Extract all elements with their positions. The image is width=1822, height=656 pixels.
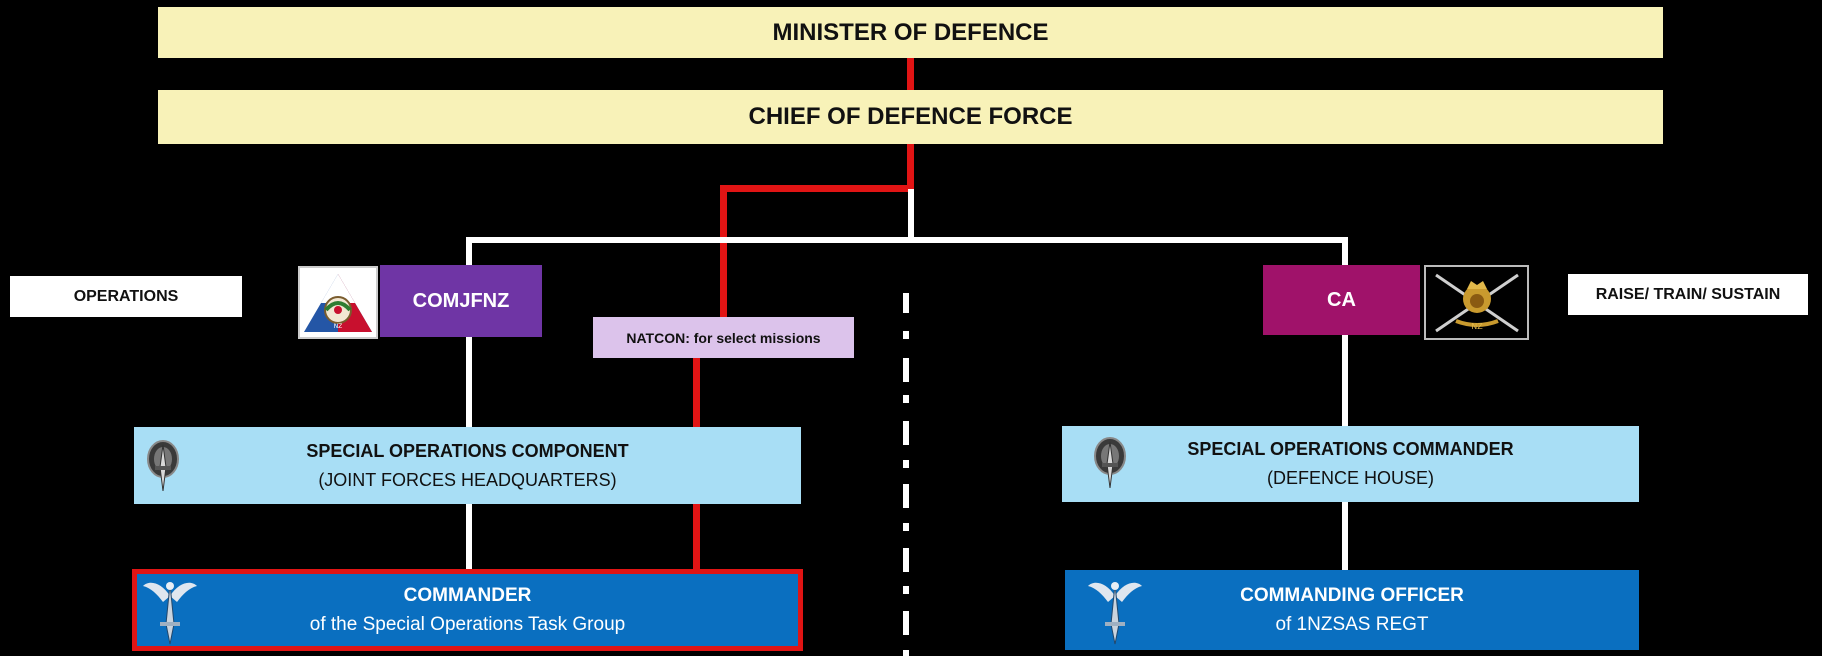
- minister-of-defence-box: MINISTER OF DEFENCE: [158, 7, 1663, 58]
- line-red-horizontal: [720, 185, 914, 192]
- sas-winged-dagger-icon-right: [1086, 576, 1144, 646]
- jfnz-crest-icon: NZ: [298, 266, 378, 339]
- comjfnz-box: COMJFNZ: [380, 265, 542, 337]
- special-operations-component-box: SPECIAL OPERATIONS COMPONENT (JOINT FORC…: [134, 427, 801, 504]
- natcon-label: NATCON: for select missions: [626, 329, 821, 346]
- operations-label-box: OPERATIONS: [10, 276, 242, 317]
- commander-title: COMMANDER: [403, 584, 532, 606]
- operations-label: OPERATIONS: [73, 287, 179, 305]
- co-subtitle: of 1NZSAS REGT: [1275, 614, 1429, 635]
- soc-title: SPECIAL OPERATIONS COMPONENT: [306, 440, 629, 461]
- special-ops-badge-icon-right: [1093, 434, 1127, 490]
- line-red-to-natcon: [720, 185, 727, 317]
- co-title: COMMANDING OFFICER: [1240, 584, 1464, 606]
- cdf-label: CHIEF OF DEFENCE FORCE: [748, 103, 1073, 130]
- line-cdf-down-white: [908, 189, 914, 241]
- comjfnz-label: COMJFNZ: [412, 289, 510, 312]
- ca-label: CA: [1327, 288, 1356, 311]
- chief-of-defence-force-box: CHIEF OF DEFENCE FORCE: [158, 90, 1663, 144]
- svg-text:NZ: NZ: [1471, 322, 1483, 331]
- commander-subtitle: of the Special Operations Task Group: [309, 614, 626, 635]
- commander-sotg-box: COMMANDER of the Special Operations Task…: [132, 569, 803, 651]
- socmd-subtitle: (DEFENCE HOUSE): [1266, 468, 1434, 488]
- line-left-soc-to-commander: [466, 504, 472, 572]
- natcon-box: NATCON: for select missions: [593, 317, 854, 358]
- ca-box: CA: [1263, 265, 1420, 335]
- line-right-socmd-to-co: [1342, 502, 1348, 570]
- special-ops-badge-icon: [146, 437, 180, 493]
- raise-train-sustain-label: RAISE/ TRAIN/ SUSTAIN: [1595, 285, 1781, 303]
- line-cdf-down-red: [907, 144, 914, 189]
- line-white-horizontal: [466, 237, 1348, 243]
- special-operations-commander-box: SPECIAL OPERATIONS COMMANDER (DEFENCE HO…: [1062, 426, 1639, 502]
- commanding-officer-box: COMMANDING OFFICER of 1NZSAS REGT: [1065, 570, 1639, 650]
- svg-text:NZ: NZ: [334, 323, 343, 330]
- minister-label: MINISTER OF DEFENCE: [772, 18, 1049, 46]
- line-natcon-to-soc: [693, 358, 700, 428]
- army-crest-icon: NZ: [1424, 265, 1529, 340]
- sas-winged-dagger-icon: [141, 576, 199, 646]
- soc-subtitle: (JOINT FORCES HEADQUARTERS): [318, 469, 617, 490]
- line-minister-cdf: [907, 58, 914, 90]
- line-soc-to-commander: [693, 504, 700, 571]
- raise-train-sustain-box: RAISE/ TRAIN/ SUSTAIN: [1568, 274, 1808, 315]
- socmd-title: SPECIAL OPERATIONS COMMANDER: [1187, 439, 1514, 460]
